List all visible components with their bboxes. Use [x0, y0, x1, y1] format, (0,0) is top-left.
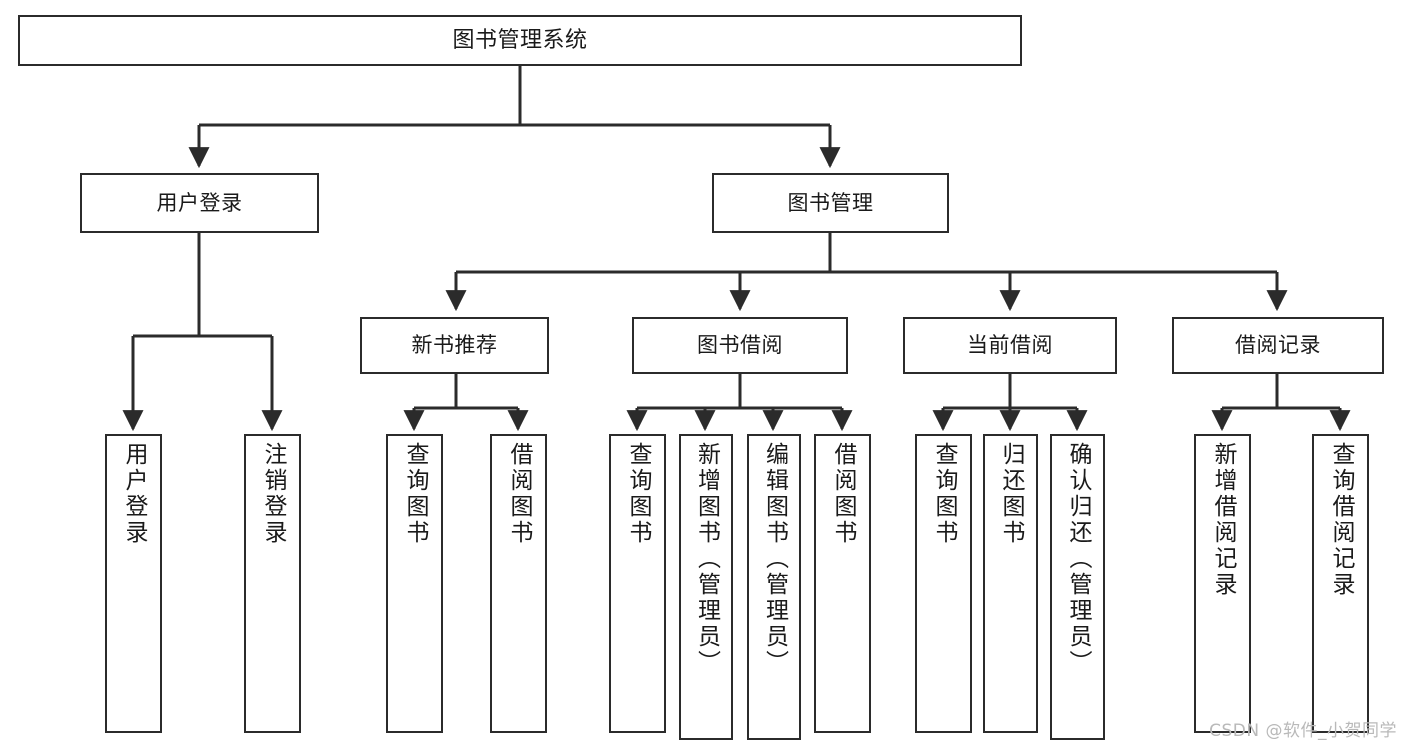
- leaf-query-book-current[interactable]: 查询图书: [915, 434, 972, 733]
- node-root-book-management-system[interactable]: 图书管理系统: [18, 15, 1022, 66]
- leaf-query-book-borrow[interactable]: 查询图书: [609, 434, 666, 733]
- node-label: 借阅图书: [506, 442, 532, 546]
- node-borrow-record[interactable]: 借阅记录: [1172, 317, 1384, 374]
- node-label: 新增图书（管理员）: [693, 442, 720, 676]
- csdn-watermark: CSDN @软件_小贺同学: [1209, 721, 1397, 741]
- node-label: 借阅图书: [830, 442, 856, 546]
- node-label: 借阅记录: [1235, 333, 1321, 358]
- node-label: 归还图书: [998, 442, 1024, 546]
- leaf-query-borrow-record[interactable]: 查询借阅记录: [1312, 434, 1369, 733]
- leaf-confirm-return-admin[interactable]: 确认归还（管理员）: [1050, 434, 1105, 740]
- node-label: 新书推荐: [411, 333, 498, 358]
- node-current-borrow[interactable]: 当前借阅: [903, 317, 1117, 374]
- node-label: 查询图书: [931, 442, 957, 546]
- node-label: 当前借阅: [967, 333, 1053, 358]
- node-label: 图书借阅: [697, 333, 783, 358]
- node-label: 查询图书: [625, 442, 651, 546]
- node-label: 图书管理: [787, 190, 874, 215]
- node-new-book-recommend[interactable]: 新书推荐: [360, 317, 549, 374]
- node-label: 查询图书: [402, 442, 428, 546]
- leaf-edit-book-admin[interactable]: 编辑图书（管理员）: [747, 434, 801, 740]
- leaf-logout[interactable]: 注销登录: [244, 434, 301, 733]
- leaf-borrow-book[interactable]: 借阅图书: [814, 434, 871, 733]
- node-label: 编辑图书（管理员）: [761, 442, 788, 676]
- leaf-borrow-book-recommend[interactable]: 借阅图书: [490, 434, 547, 733]
- node-label: 用户登录: [121, 442, 147, 546]
- leaf-add-borrow-record[interactable]: 新增借阅记录: [1194, 434, 1251, 733]
- leaf-query-book-recommend[interactable]: 查询图书: [386, 434, 443, 733]
- node-label: 新增借阅记录: [1210, 442, 1236, 598]
- leaf-return-book[interactable]: 归还图书: [983, 434, 1038, 733]
- node-label: 用户登录: [156, 190, 243, 215]
- node-user-login[interactable]: 用户登录: [80, 173, 319, 233]
- node-book-management[interactable]: 图书管理: [712, 173, 949, 233]
- leaf-add-book-admin[interactable]: 新增图书（管理员）: [679, 434, 733, 740]
- node-label: 注销登录: [260, 442, 286, 546]
- node-book-borrow[interactable]: 图书借阅: [632, 317, 848, 374]
- node-label: 图书管理系统: [452, 27, 588, 53]
- node-label: 查询借阅记录: [1328, 442, 1354, 598]
- node-label: 确认归还（管理员）: [1065, 442, 1091, 676]
- leaf-user-login[interactable]: 用户登录: [105, 434, 162, 733]
